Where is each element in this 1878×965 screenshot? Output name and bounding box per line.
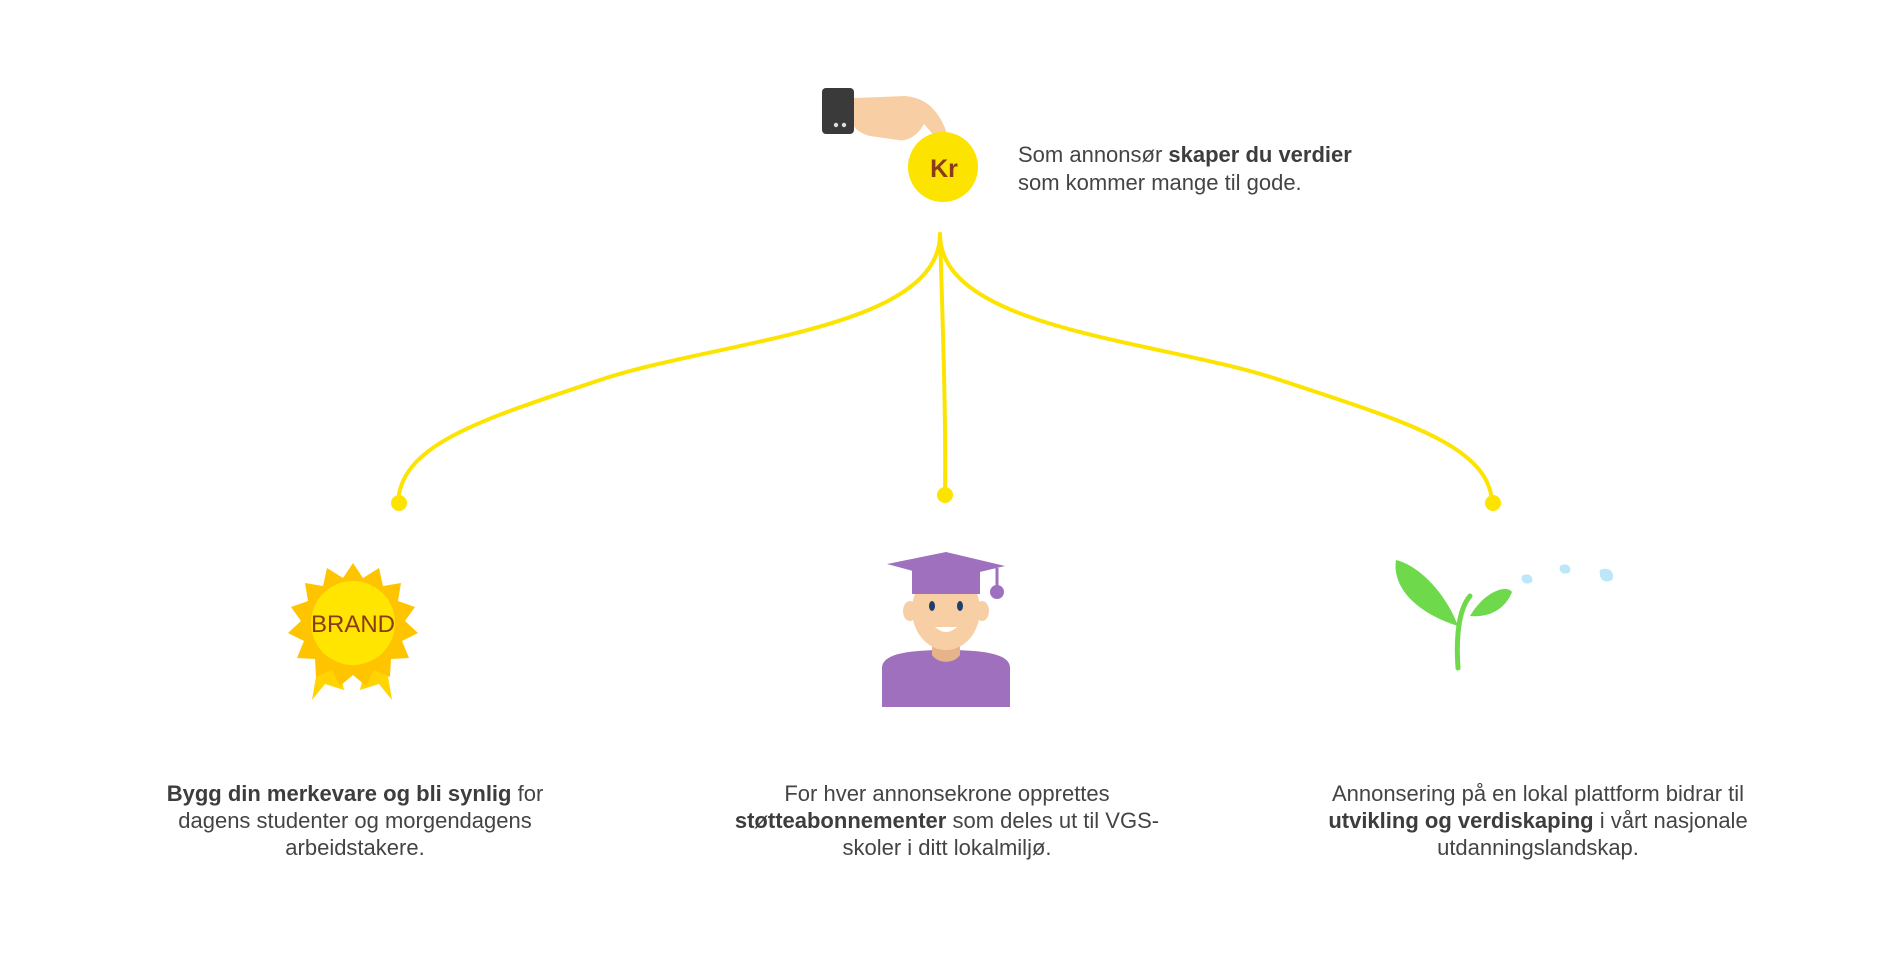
sprout-norway-map-icon: [1395, 560, 1614, 671]
header-text-plain-2: som kommer mange til gode.: [1018, 170, 1302, 195]
column-brand-plain: for dagens studenter og morgendagens arb…: [178, 781, 544, 860]
column-brand-bold: Bygg din merkevare og bli synlig: [166, 781, 512, 806]
column-development-plain: Annonsering på en lokal plattform bidrar…: [1331, 781, 1745, 806]
connector-dot-left: [391, 495, 407, 511]
connector-right: [938, 232, 1494, 505]
header-text-plain: Som annonsør: [1018, 142, 1169, 167]
connector-left: [396, 232, 942, 505]
column-subscription-plain-2: som deles ut til VGS-skoler i ditt lokal…: [842, 808, 1160, 860]
column-brand-text: Bygg din merkevare og bli synlig for dag…: [135, 780, 575, 861]
column-development-text: Annonsering på en lokal plattform bidrar…: [1318, 780, 1758, 861]
graduate-student-icon: [882, 552, 1010, 707]
badge-label: BRAND: [311, 611, 395, 638]
header-text: Som annonsør skaper du verdier som komme…: [1018, 141, 1438, 197]
column-subscription-bold: støtteabonnementer: [734, 808, 947, 833]
column-development-plain-2: i vårt nasjonale utdanningslandskap.: [1437, 808, 1748, 860]
hand-coin-icon: Kr: [822, 88, 978, 202]
column-subscription-plain: For hver annonsekrone opprettes: [784, 781, 1110, 806]
connector-dot-middle: [937, 487, 953, 503]
column-development-bold: utvikling og verdiskaping: [1328, 808, 1594, 833]
connector-middle: [938, 232, 948, 496]
connector-dot-right: [1485, 495, 1501, 511]
coin-label: Kr: [930, 155, 958, 183]
header-text-bold: skaper du verdier: [1168, 142, 1352, 167]
column-subscription-text: For hver annonsekrone opprettes støtteab…: [727, 780, 1167, 861]
connectors: [396, 232, 1494, 505]
brand-badge-icon: BRAND: [288, 563, 418, 700]
